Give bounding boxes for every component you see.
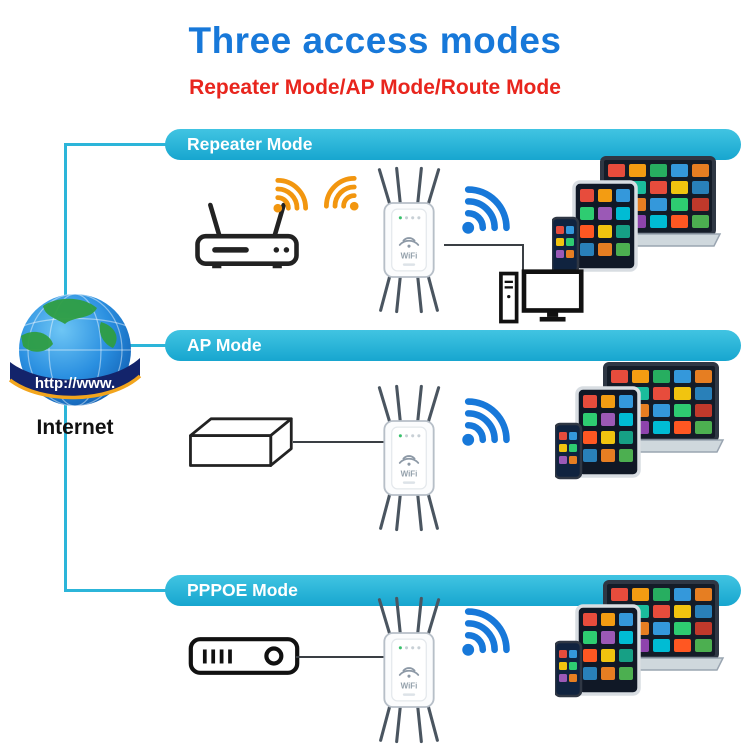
repeater-brand-text: WiFi	[401, 682, 418, 691]
repeater-device-icon: WiFi	[377, 384, 441, 532]
repeater-device-icon: WiFi	[377, 166, 441, 314]
desktop-pc-icon	[498, 268, 586, 328]
wifi-signal-orange-icon	[308, 160, 376, 228]
wired-link-modem-repeater	[296, 656, 386, 658]
devices-cluster-icon	[555, 362, 725, 480]
repeater-device-icon: WiFi	[377, 596, 441, 744]
section-header-ap-mode: AP Mode	[165, 330, 741, 361]
devices-cluster-icon	[555, 580, 725, 698]
wired-link-modem-repeater	[293, 441, 385, 443]
section-label: PPPOE Mode	[187, 580, 298, 600]
section-label: Repeater Mode	[187, 134, 313, 154]
modem-pppoe-icon	[188, 636, 300, 676]
internet-label: Internet	[36, 416, 114, 439]
page-subtitle: Repeater Mode/AP Mode/Route Mode	[189, 76, 561, 99]
section-header-repeater-mode: Repeater Mode	[165, 129, 741, 160]
connector-branch-repeater	[64, 143, 168, 146]
section-label: AP Mode	[187, 335, 262, 355]
wired-link-to-pc	[444, 244, 524, 246]
wired-link-to-pc	[522, 244, 524, 272]
repeater-brand-text: WiFi	[401, 470, 418, 479]
wifi-signal-blue-icon	[438, 376, 531, 469]
connector-branch-pppoe	[64, 589, 168, 592]
repeater-brand-text: WiFi	[401, 252, 418, 261]
page-title: Three access modes	[188, 20, 562, 61]
globe-icon: http://www.	[8, 293, 142, 407]
modem-box-icon	[189, 417, 293, 467]
globe-banner-text: http://www.	[35, 375, 115, 392]
